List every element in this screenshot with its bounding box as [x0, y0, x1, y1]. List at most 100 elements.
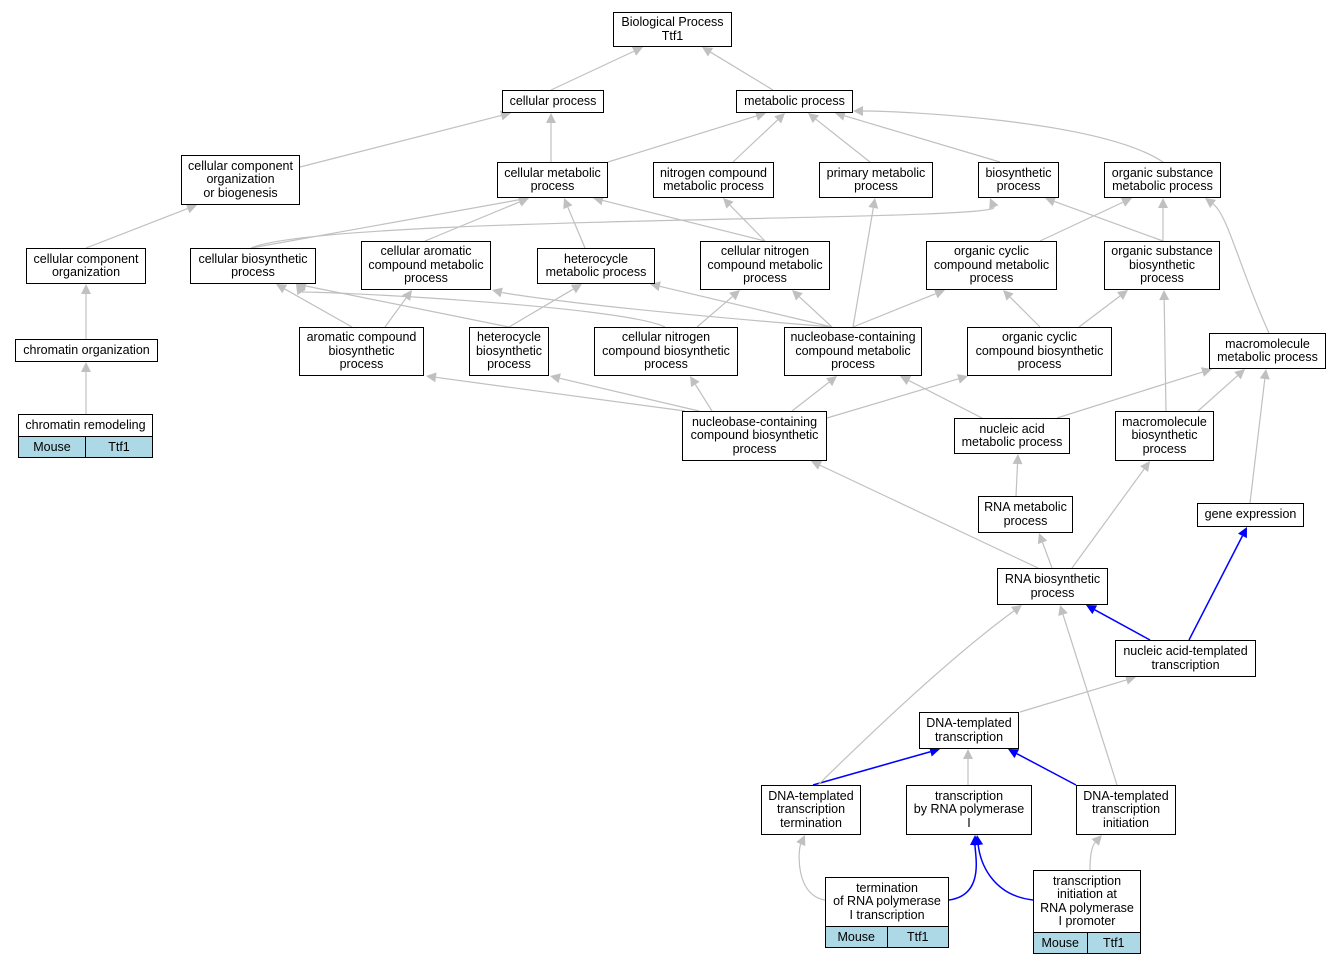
annotation-termination-of-rna-polymerase-i-transcription: Mouse Ttf1 [825, 926, 949, 948]
node-organic-substance-metabolic-process[interactable]: organic substance metabolic process [1104, 162, 1221, 198]
edge-arrowhead [808, 113, 819, 124]
edge-line [948, 844, 977, 901]
node-nucleic-acid-templated-transcription[interactable]: nucleic acid-templated transcription [1115, 640, 1256, 677]
edge-line [435, 376, 686, 412]
node-cellular-process[interactable]: cellular process [502, 90, 604, 113]
edge-line [305, 285, 510, 328]
node-nucleobase-containing-compound-biosynthetic-process[interactable]: nucleobase-containing compound biosynthe… [682, 411, 827, 461]
node-macromolecule-metabolic-process[interactable]: macromolecule metabolic process [1209, 333, 1326, 369]
node-organic-substance-biosynthetic-process[interactable]: organic substance biosynthetic process [1104, 241, 1220, 290]
edge-arrowhead [1200, 367, 1212, 377]
node-organic-cyclic-compound-metabolic-process[interactable]: organic cyclic compound metabolic proces… [926, 241, 1057, 290]
node-dna-templated-transcription-termination[interactable]: DNA-templated transcription termination [761, 785, 861, 835]
edge-line [1071, 468, 1145, 569]
edge-arrowhead [1003, 290, 1014, 301]
node-cellular-aromatic-compound-metabolic-process[interactable]: cellular aromatic compound metabolic pro… [361, 241, 491, 290]
node-organic-cyclic-compound-biosynthetic-process[interactable]: organic cyclic compound biosynthetic pro… [967, 327, 1112, 376]
edge-line [659, 285, 833, 328]
edge-line [1016, 753, 1077, 786]
edge-arrowhead [1037, 533, 1048, 545]
edge-arrowhead [296, 284, 306, 296]
edge-arrowhead [868, 198, 879, 209]
edge-arrowhead [826, 376, 837, 387]
annotation-species: Mouse [1041, 936, 1080, 950]
edge-arrowhead [1012, 454, 1023, 465]
edge-line [815, 118, 871, 163]
node-nucleic-acid-metabolic-process[interactable]: nucleic acid metabolic process [954, 418, 1070, 454]
node-nucleobase-containing-compound-metabolic-process[interactable]: nucleobase-containing compound metabolic… [784, 327, 922, 376]
edge-line [567, 206, 586, 249]
edge-line [852, 207, 874, 328]
node-chromatin-organization[interactable]: chromatin organization [15, 339, 158, 362]
edge-line [798, 296, 833, 328]
edge-line [710, 51, 774, 91]
edge-arrowhead [1159, 290, 1170, 301]
annotation-chromatin-remodeling: Mouse Ttf1 [18, 436, 153, 458]
edge-line [1078, 295, 1121, 328]
node-nitrogen-compound-metabolic-process[interactable]: nitrogen compound metabolic process [653, 162, 774, 198]
node-macromolecule-biosynthetic-process[interactable]: macromolecule biosynthetic process [1115, 411, 1214, 461]
edge-arrowhead [1140, 461, 1150, 473]
node-cellular-metabolic-process[interactable]: cellular metabolic process [497, 162, 608, 198]
annotation-transcription-initiation-at-rna-polymerase-i-promoter: Mouse Ttf1 [1033, 932, 1141, 954]
node-heterocycle-metabolic-process[interactable]: heterocycle metabolic process [537, 248, 655, 284]
annotation-species: Mouse [837, 930, 876, 944]
node-cellular-biosynthetic-process[interactable]: cellular biosynthetic process [190, 248, 316, 284]
edge-arrowhead [1091, 835, 1102, 846]
node-transcription-initiation-at-rna-polymerase-i-promoter[interactable]: transcription initiation at RNA polymera… [1033, 870, 1141, 933]
edge-arrowhead [774, 113, 785, 124]
node-termination-of-rna-polymerase-i-transcription[interactable]: termination of RNA polymerase I transcri… [825, 877, 949, 927]
edge-arrowhead [1010, 605, 1022, 615]
edge-arrowhead [792, 290, 803, 301]
edge-line [508, 288, 574, 328]
node-cellular-component-organization-or-biogenesis[interactable]: cellular component organization or bioge… [181, 155, 300, 205]
node-cellular-component-organization[interactable]: cellular component organization [26, 248, 146, 284]
edge-arrowhead [1117, 290, 1128, 301]
edge-line [1212, 203, 1270, 334]
edge-arrowhead [185, 203, 197, 214]
node-cellular-nitrogen-compound-metabolic-process[interactable]: cellular nitrogen compound metabolic pro… [700, 241, 830, 290]
edge-arrowhead [426, 372, 437, 383]
edge-line [1188, 535, 1244, 641]
edge-line [694, 384, 713, 412]
node-cellular-nitrogen-compound-biosynthetic-process[interactable]: cellular nitrogen compound biosynthetic … [594, 327, 738, 376]
edge-arrowhead [690, 376, 700, 388]
node-metabolic-process[interactable]: metabolic process [736, 90, 853, 113]
edge-arrowhead [853, 106, 863, 116]
edge-line [250, 199, 520, 249]
node-transcription-by-rna-polymerase-i[interactable]: transcription by RNA polymerase I [906, 785, 1032, 835]
edge-arrowhead [835, 111, 847, 121]
edge-line [250, 206, 995, 249]
node-primary-metabolic-process[interactable]: primary metabolic process [819, 162, 933, 198]
node-aromatic-compound-biosynthetic-process[interactable]: aromatic compound biosynthetic process [299, 327, 424, 376]
edge-arrowhead [1120, 197, 1132, 207]
edge-line [501, 291, 833, 328]
node-dna-templated-transcription-initiation[interactable]: DNA-templated transcription initiation [1076, 785, 1176, 835]
node-gene-expression[interactable]: gene expression [1197, 503, 1304, 527]
node-biological-process[interactable]: Biological Process Ttf1 [613, 12, 732, 47]
annotation-gene: Ttf1 [886, 927, 949, 947]
edge-line [424, 201, 520, 242]
edge-line [299, 114, 502, 168]
node-rna-metabolic-process[interactable]: RNA metabolic process [978, 496, 1073, 533]
node-biosynthetic-process[interactable]: biosynthetic process [978, 162, 1059, 198]
node-rna-biosynthetic-process[interactable]: RNA biosynthetic process [997, 568, 1108, 605]
edge-line [284, 288, 353, 328]
edge-line [812, 751, 931, 786]
edge-line [559, 377, 700, 412]
edge-line [550, 50, 635, 91]
edge-line [798, 843, 826, 901]
node-chromatin-remodeling[interactable]: chromatin remodeling [18, 414, 153, 437]
edge-line [908, 380, 983, 419]
edge-arrowhead [796, 835, 806, 847]
edge-arrowhead [1259, 369, 1270, 380]
edge-line [1094, 609, 1151, 641]
edge-arrowhead [811, 460, 823, 470]
edge-line [732, 119, 779, 163]
edge-arrowhead [956, 374, 968, 384]
edge-arrowhead [1045, 196, 1057, 207]
node-dna-templated-transcription[interactable]: DNA-templated transcription [919, 712, 1019, 749]
edge-arrowhead [754, 111, 766, 121]
node-heterocycle-biosynthetic-process[interactable]: heterocycle biosynthetic process [469, 327, 549, 376]
